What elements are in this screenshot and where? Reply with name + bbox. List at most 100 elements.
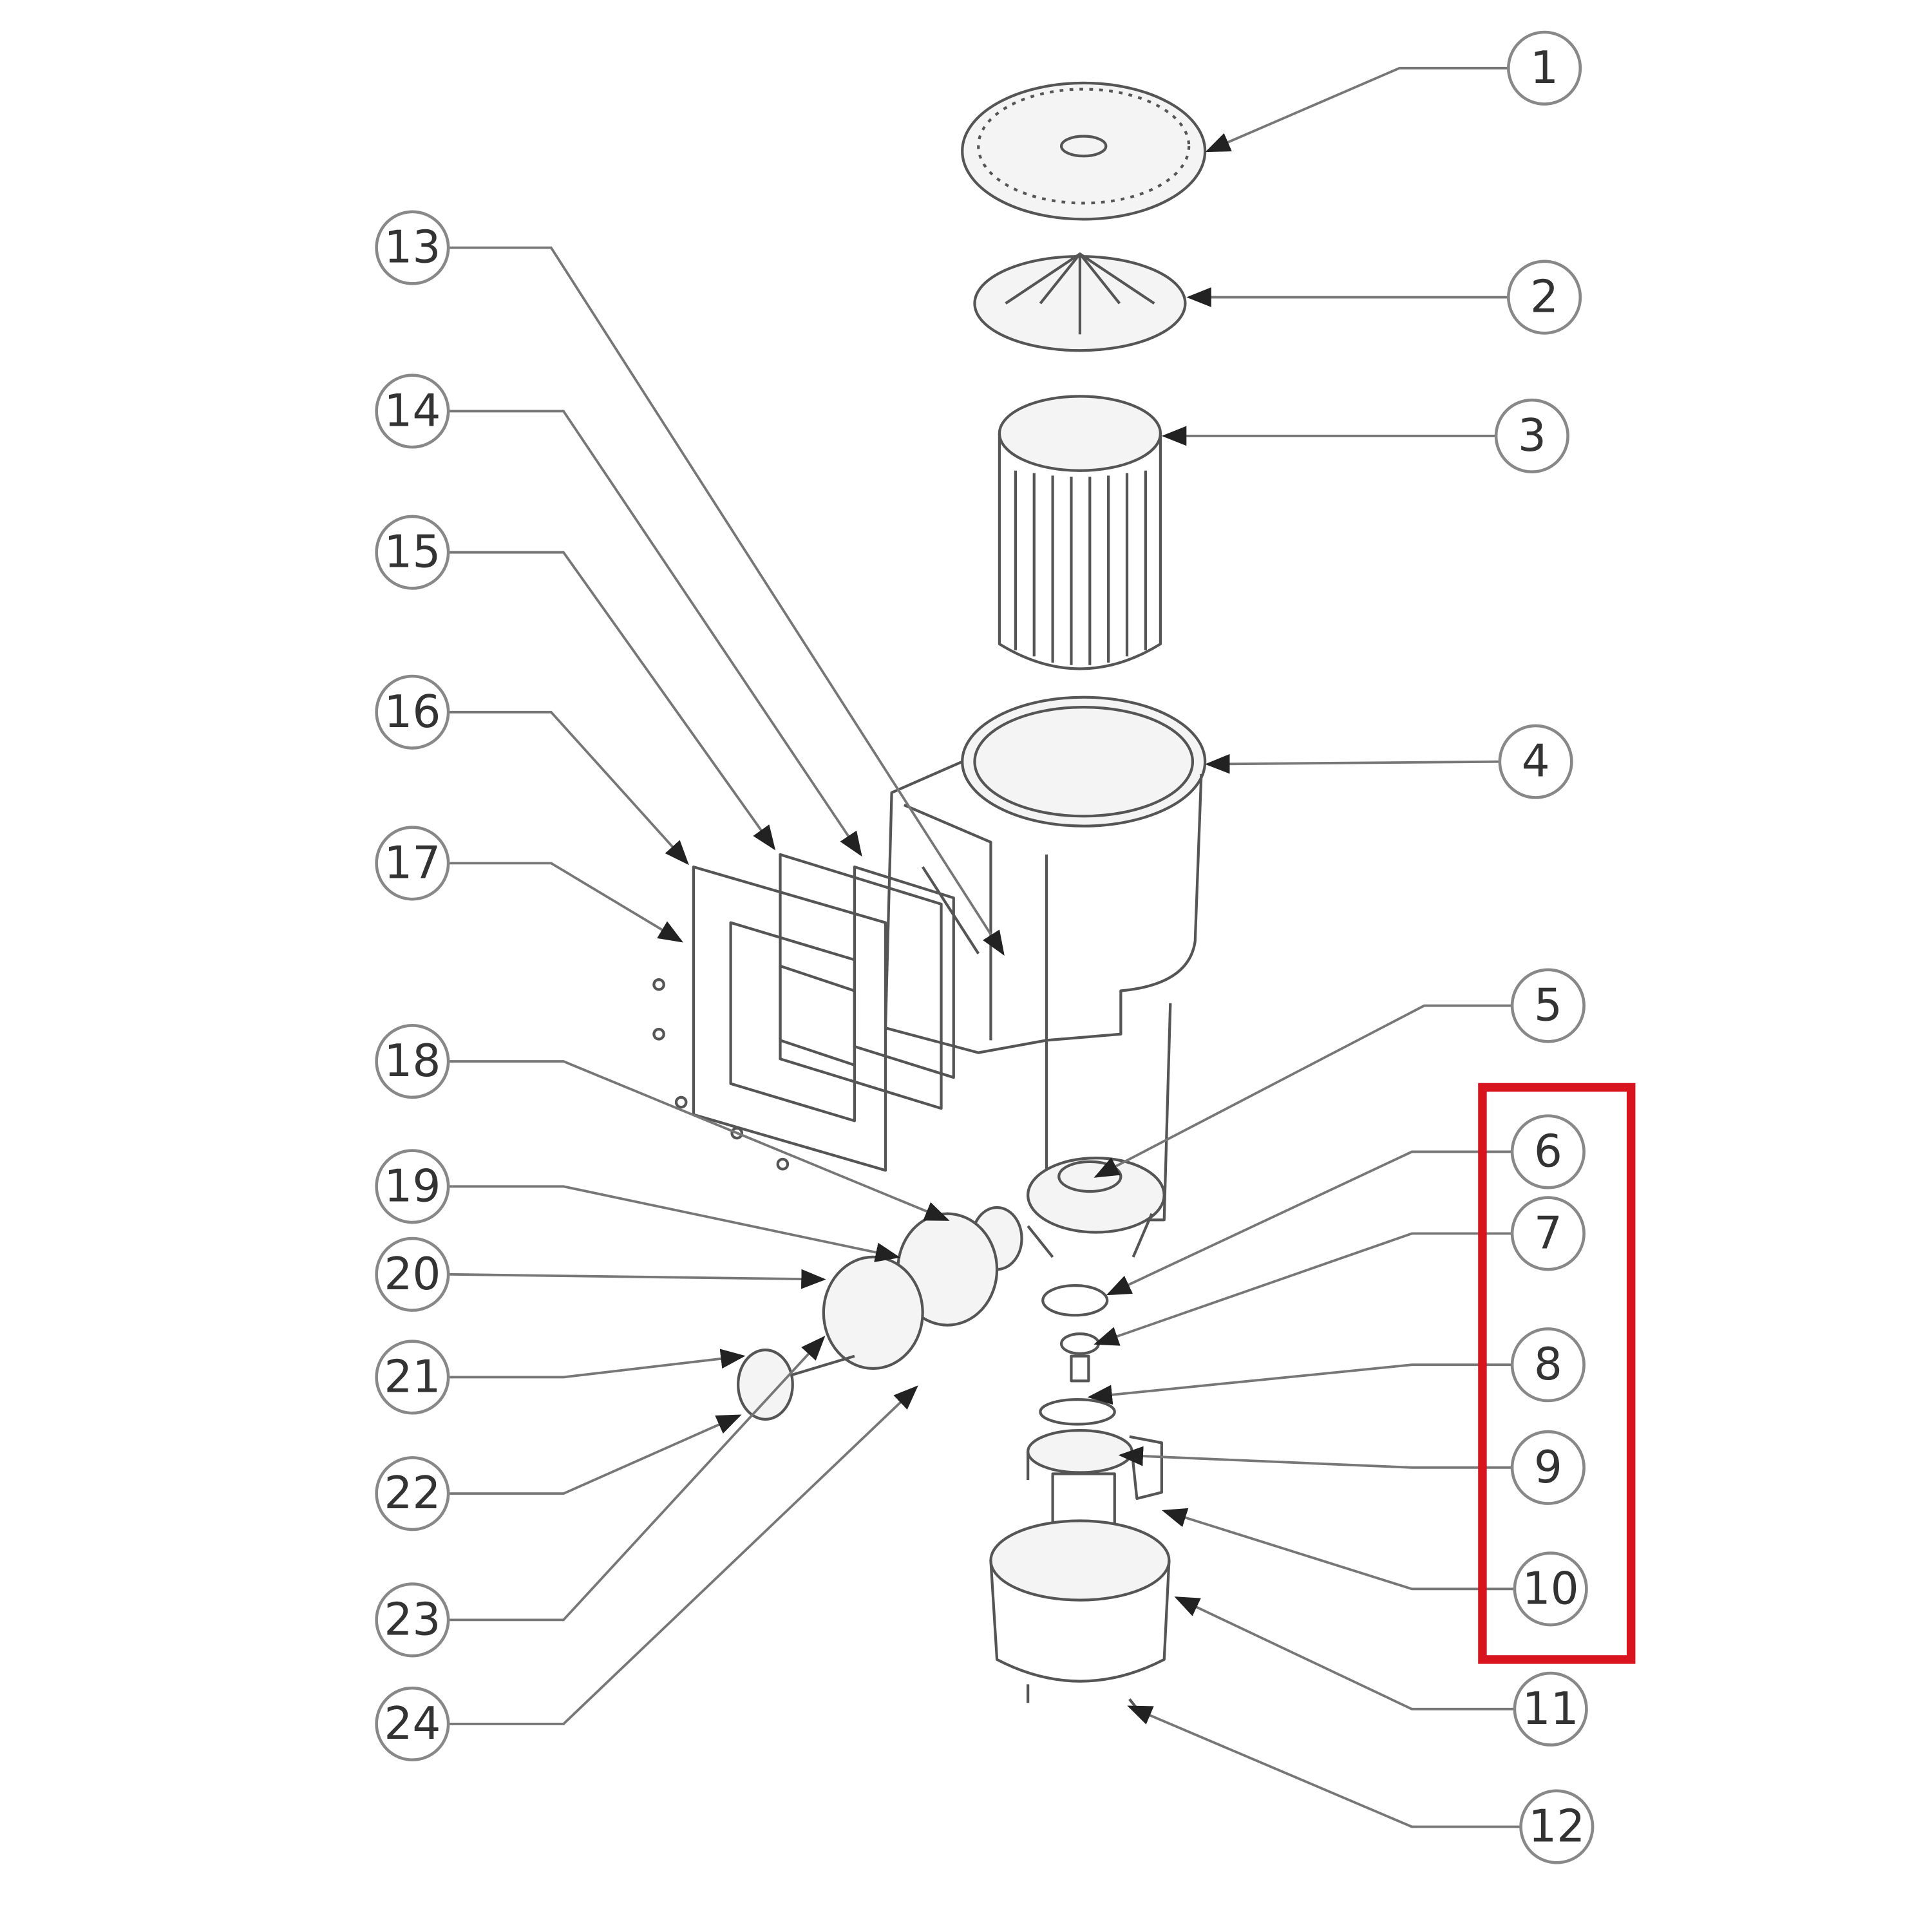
- callout-circle: [1510, 1430, 1586, 1505]
- callout-20: 20: [375, 1236, 450, 1312]
- leader-line-10: [1162, 1508, 1513, 1591]
- leader-line-1: [1205, 66, 1508, 153]
- callout-24: 24: [375, 1686, 450, 1761]
- callout-number: 1: [1530, 43, 1558, 94]
- callout-number: 20: [384, 1249, 440, 1300]
- callout-number: 14: [384, 385, 440, 437]
- leader-line-23: [450, 1336, 826, 1622]
- callout-circle: [1510, 1196, 1586, 1271]
- part-4-skimmer-body: [884, 696, 1207, 1222]
- callout-10: 10: [1513, 1551, 1588, 1627]
- leader-line-13: [450, 246, 1005, 956]
- leader-line-9: [1118, 1446, 1511, 1469]
- callout-circle: [1513, 1551, 1588, 1627]
- callout-circle: [375, 210, 450, 285]
- callout-circle: [1519, 1789, 1595, 1864]
- callout-3: 3: [1494, 398, 1569, 473]
- callout-circle: [1498, 724, 1573, 799]
- part-8-o-ring: [1039, 1397, 1116, 1426]
- leader-line-7: [1094, 1232, 1511, 1346]
- callout-number: 17: [384, 837, 440, 889]
- callout-number: 12: [1528, 1801, 1585, 1853]
- leader-line-18: [450, 1060, 950, 1222]
- callout-circle: [1507, 30, 1582, 106]
- callout-4: 4: [1498, 724, 1573, 799]
- callout-number: 6: [1534, 1126, 1562, 1177]
- callout-circle: [375, 1456, 450, 1531]
- leader-line-21: [450, 1349, 746, 1379]
- callout-circle: [375, 674, 450, 750]
- leader-lines: [450, 66, 1520, 1828]
- callout-16: 16: [375, 674, 450, 750]
- callout-circle: [375, 374, 450, 449]
- callout-8: 8: [1510, 1327, 1586, 1403]
- callout-22: 22: [375, 1456, 450, 1531]
- callout-number: 8: [1534, 1339, 1562, 1390]
- callout-number: 9: [1534, 1442, 1562, 1493]
- callout-circle: [1510, 1327, 1586, 1403]
- callout-6: 6: [1510, 1114, 1586, 1189]
- callout-17: 17: [375, 826, 450, 901]
- callout-21: 21: [375, 1340, 450, 1415]
- leader-line-6: [1106, 1150, 1511, 1296]
- callout-number: 10: [1522, 1563, 1579, 1615]
- callout-7: 7: [1510, 1196, 1586, 1271]
- callout-23: 23: [375, 1582, 450, 1658]
- leader-line-12: [1127, 1705, 1520, 1828]
- callout-14: 14: [375, 374, 450, 449]
- leader-line-5: [1094, 1004, 1511, 1178]
- highlight-box: [1478, 1083, 1636, 1664]
- callout-number: 5: [1534, 980, 1562, 1032]
- callout-circle: [375, 1236, 450, 1312]
- leader-line-11: [1174, 1596, 1513, 1710]
- part-5-valve-plate: [1027, 1156, 1166, 1258]
- callout-12: 12: [1519, 1789, 1595, 1864]
- callout-number: 18: [384, 1036, 440, 1087]
- callout-circle: [1513, 1671, 1588, 1747]
- callout-circle: [1507, 260, 1582, 335]
- callout-11: 11: [1513, 1671, 1588, 1747]
- callout-circle: [375, 1149, 450, 1224]
- callout-number: 7: [1534, 1208, 1562, 1259]
- callout-number: 2: [1530, 272, 1558, 323]
- leader-line-14: [450, 410, 862, 857]
- callout-number: 3: [1518, 410, 1546, 462]
- part-17-screws: [652, 978, 790, 1171]
- callout-number: 16: [384, 687, 440, 738]
- part-9-adapter: [1027, 1429, 1163, 1501]
- callout-18: 18: [375, 1024, 450, 1099]
- callout-19: 19: [375, 1149, 450, 1224]
- callout-number: 15: [384, 527, 440, 578]
- callout-15: 15: [375, 515, 450, 590]
- leader-line-24: [450, 1385, 918, 1725]
- callout-circle: [375, 1340, 450, 1415]
- callout-circle: [1494, 398, 1569, 473]
- callout-number: 4: [1522, 736, 1550, 788]
- leader-line-22: [450, 1414, 742, 1495]
- callout-number: 11: [1522, 1683, 1579, 1735]
- part-1-lid: [961, 81, 1207, 221]
- part-13-14-15-16-faceplate-gaskets: [692, 853, 955, 1172]
- callout-9: 9: [1510, 1430, 1586, 1505]
- callout-number: 13: [384, 222, 440, 274]
- callout-number: 19: [384, 1160, 440, 1212]
- part-6-ring: [1041, 1284, 1109, 1317]
- callout-circle: [375, 1024, 450, 1099]
- part-2-skimmer-basket-cone: [973, 252, 1187, 352]
- callout-number: 21: [384, 1351, 440, 1403]
- part-11-base-cup: [989, 1519, 1171, 1683]
- leader-line-20: [450, 1269, 826, 1289]
- callout-circle: [1510, 968, 1586, 1043]
- callout-circle: [375, 1686, 450, 1761]
- callout-13: 13: [375, 210, 450, 285]
- callout-number: 24: [384, 1698, 440, 1750]
- callout-2: 2: [1507, 260, 1582, 335]
- callout-1: 1: [1507, 30, 1582, 106]
- part-18-24-inlet-fittings: [737, 1206, 1023, 1421]
- callout-circle: [375, 515, 450, 590]
- leader-line-8: [1087, 1363, 1511, 1405]
- callout-circle: [375, 1582, 450, 1658]
- part-12-screws: [1027, 1684, 1141, 1713]
